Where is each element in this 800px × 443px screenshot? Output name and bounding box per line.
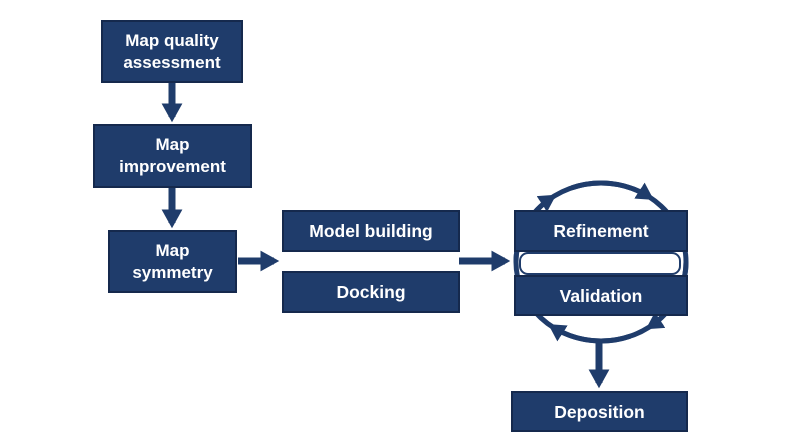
cycle-arrow-bottom-left	[548, 324, 631, 344]
node-refinement: Refinement	[514, 210, 688, 252]
node-model-building: Model building	[282, 210, 460, 252]
node-map-improvement: Map improvement	[93, 124, 252, 188]
cycle-arrow-top-right	[571, 180, 654, 200]
node-validation: Validation	[514, 275, 688, 316]
node-map-quality-assessment: Map quality assessment	[101, 20, 243, 83]
node-map-symmetry: Map symmetry	[108, 230, 237, 293]
node-docking: Docking	[282, 271, 460, 313]
node-deposition: Deposition	[511, 391, 688, 432]
refinement-validation-connector	[519, 252, 681, 275]
